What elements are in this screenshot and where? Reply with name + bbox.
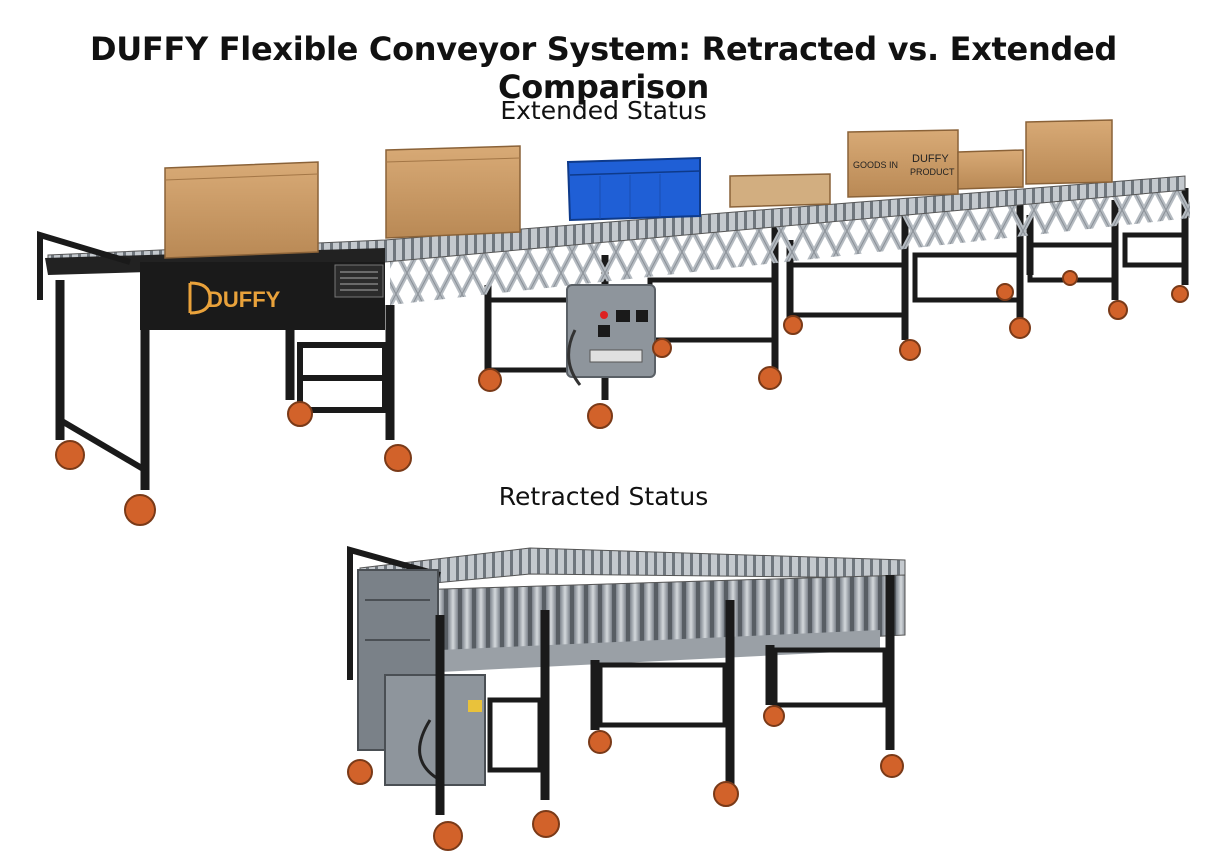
caster-wheel-icon: [55, 270, 1189, 526]
duffy-logo: DUFFY: [188, 281, 281, 315]
svg-text:PRODUCT: PRODUCT: [910, 167, 955, 177]
svg-text:DUFFY: DUFFY: [912, 153, 949, 165]
blue-crate-icon: [566, 156, 701, 222]
extended-status-label: Extended Status: [500, 96, 707, 125]
control-box-icon: [566, 284, 656, 386]
cardboard-box-icon: GOODS IN DUFFY PRODUCT: [164, 119, 1113, 259]
retracted-conveyor: [347, 546, 906, 851]
svg-text:DUFFY: DUFFY: [207, 287, 281, 312]
page-title: DUFFY Flexible Conveyor System: Retracte…: [89, 30, 1118, 106]
extended-conveyor: DUFFY: [37, 119, 1190, 526]
retracted-status-label: Retracted Status: [498, 482, 709, 511]
svg-text:GOODS IN: GOODS IN: [853, 160, 898, 170]
